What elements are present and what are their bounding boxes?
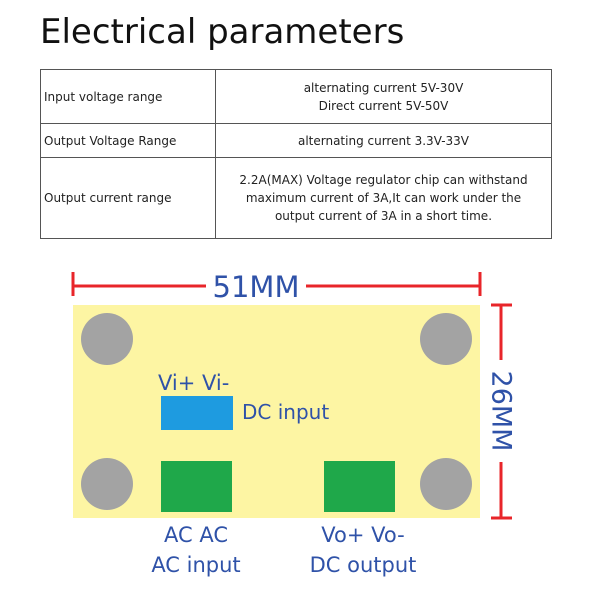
- ac-input-terminal: [161, 461, 232, 512]
- mounting-hole-top-right: [420, 313, 472, 365]
- table-row: Input voltage range alternating current …: [40, 69, 552, 124]
- value-line: maximum current of 3A,It can work under …: [245, 191, 522, 205]
- page-title: Electrical parameters: [40, 12, 405, 52]
- mounting-hole-bottom-right: [420, 458, 472, 510]
- dc-input-pad: [161, 396, 233, 430]
- dc-output-label: DC output: [310, 553, 417, 577]
- value-line: output current of 3A in a short time.: [274, 209, 493, 223]
- value-line: alternating current 5V-30V: [303, 80, 464, 95]
- value-line: Direct current 5V-50V: [318, 98, 449, 113]
- output-voltage-value: alternating current 3.3V-33V: [215, 123, 552, 158]
- dc-input-label: DC input: [242, 400, 329, 424]
- board-diagram: 51MM 26MM Vi+ Vi- DC input AC AC AC inpu…: [71, 270, 517, 577]
- dc-output-terminal: [324, 461, 395, 512]
- width-dimension: 51MM: [71, 270, 482, 304]
- input-voltage-label: Input voltage range: [40, 69, 216, 124]
- mounting-hole-top-left: [81, 313, 133, 365]
- table-row: Output current range 2.2A(MAX) Voltage r…: [40, 157, 552, 239]
- height-dimension: 26MM: [486, 303, 517, 520]
- vo-pins-label: Vo+ Vo-: [321, 523, 404, 547]
- board-outline: [73, 305, 480, 518]
- value-line: 2.2A(MAX) Voltage regulator chip can wit…: [239, 173, 528, 187]
- output-current-value: 2.2A(MAX) Voltage regulator chip can wit…: [215, 157, 552, 239]
- vi-pins-label: Vi+ Vi-: [158, 371, 229, 395]
- value-line: alternating current 3.3V-33V: [297, 133, 470, 148]
- ac-pins-label: AC AC: [164, 523, 228, 547]
- input-voltage-value: alternating current 5V-30V Direct curren…: [215, 69, 552, 124]
- height-label: 26MM: [486, 371, 517, 452]
- electrical-parameters-table: Input voltage range alternating current …: [40, 69, 552, 239]
- width-label: 51MM: [213, 270, 300, 304]
- ac-input-label: AC input: [151, 553, 240, 577]
- mounting-hole-bottom-left: [81, 458, 133, 510]
- output-current-label: Output current range: [40, 157, 216, 239]
- output-voltage-label: Output Voltage Range: [40, 123, 216, 158]
- table-row: Output Voltage Range alternating current…: [40, 123, 552, 158]
